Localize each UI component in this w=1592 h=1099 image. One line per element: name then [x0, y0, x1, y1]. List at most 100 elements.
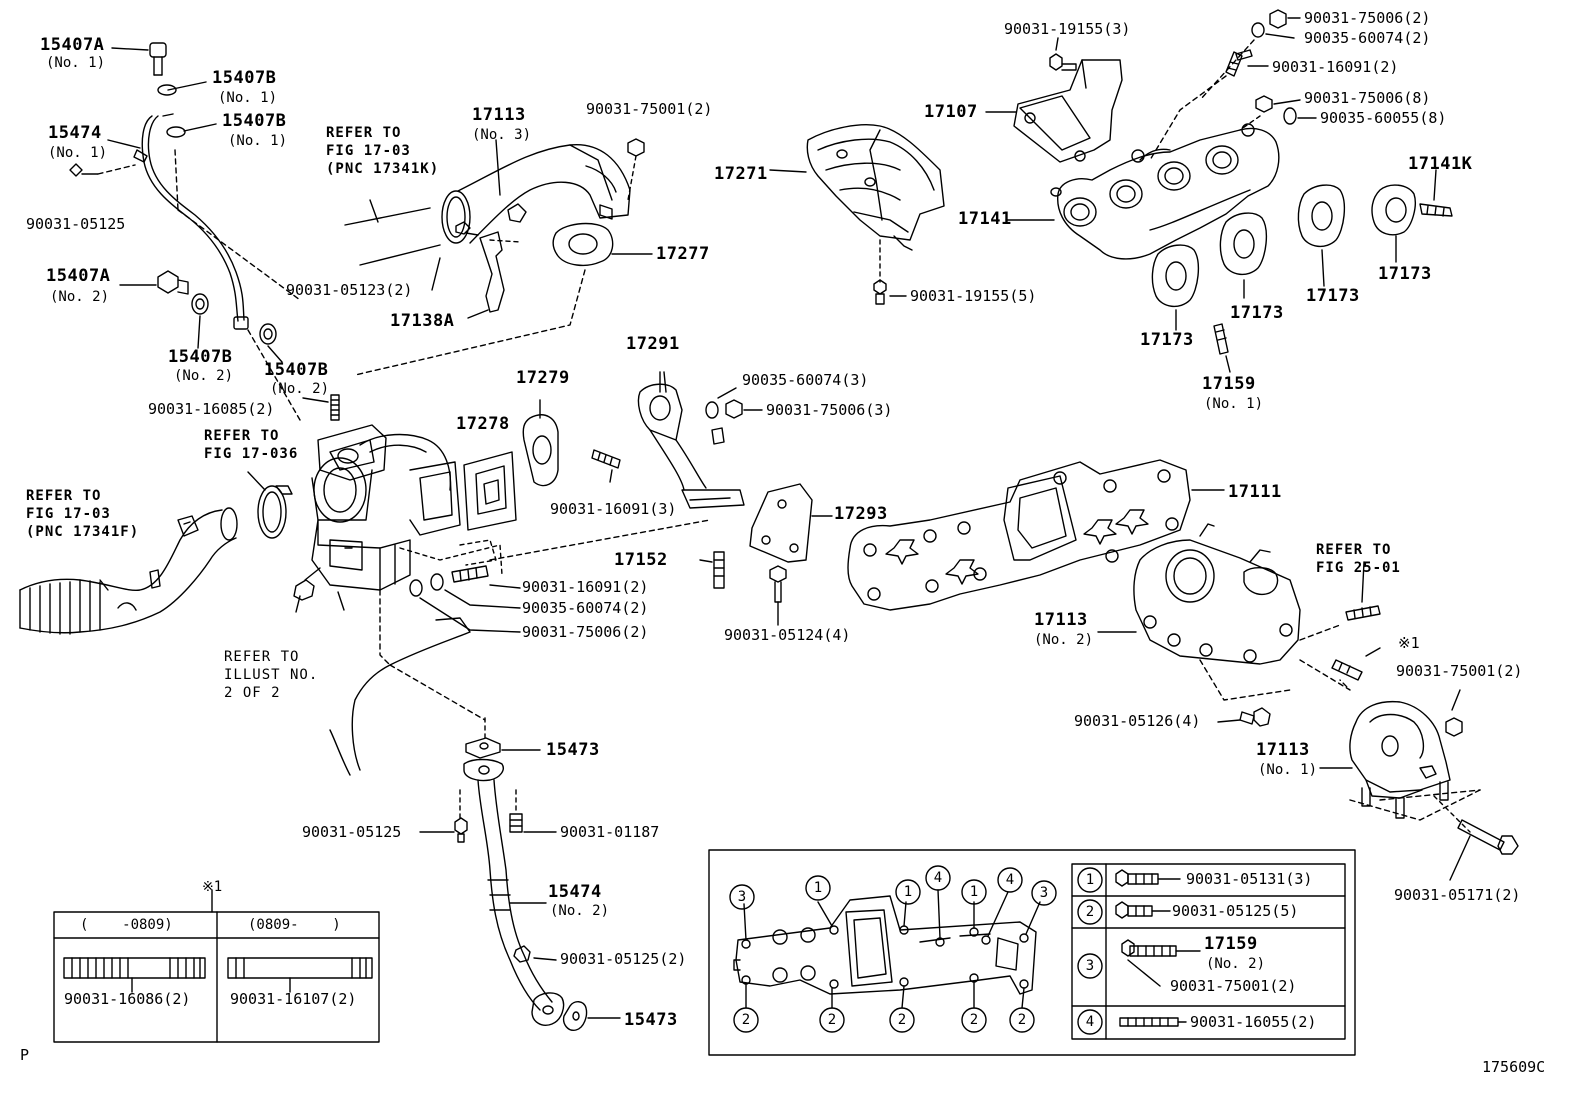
union-bolt-icon [157, 270, 189, 295]
label-17141: 17141 [958, 209, 1012, 229]
label-90031-05123: 90031-05123(2) [286, 281, 413, 299]
label-90035-60074-2b: 90035-60074(2) [1304, 29, 1431, 47]
intake-manifold-icon [847, 459, 1191, 611]
label-17111: 17111 [1228, 482, 1282, 502]
label-15474-no1: 15474 [48, 123, 102, 143]
label-15407a-no1: 15407A [40, 35, 105, 55]
intake-hose-icon [19, 507, 238, 635]
label-90031-75006-3: 90031-75006(3) [766, 401, 893, 419]
label-90035-60074-3: 90035-60074(3) [742, 371, 869, 389]
label-17113-no3-sub: (No. 3) [472, 127, 532, 143]
legend-num: 3 [1085, 958, 1095, 974]
label-90031-05124: 90031-05124(4) [724, 626, 851, 644]
label-90035-60074-2a: 90035-60074(2) [522, 599, 649, 617]
label-15407b-no1-a: 15407B [212, 68, 277, 88]
label-15407a-no1-sub: (No. 1) [46, 55, 106, 71]
label-17113-no3: 17113 [472, 105, 526, 125]
label-17141k: 17141K [1408, 154, 1473, 174]
label-15474-no2: 15474 [548, 882, 602, 902]
label-17291: 17291 [626, 334, 680, 354]
heat-shield-icon [806, 124, 945, 251]
callout-num: 1 [813, 880, 823, 896]
gasket-17279-icon [522, 414, 559, 487]
label-90031-75006-2a: 90031-75006(2) [522, 623, 649, 641]
label-17107: 17107 [924, 102, 978, 122]
label-90031-05125-a: 90031-05125 [26, 215, 126, 233]
legend-num: 1 [1085, 872, 1095, 888]
label-17293: 17293 [834, 504, 888, 524]
variant-table-frame [53, 889, 380, 1043]
label-90035-60055-8: 90035-60055(8) [1320, 109, 1447, 127]
label-17279: 17279 [516, 368, 570, 388]
label-90031-75006-2b: 90031-75006(2) [1304, 9, 1431, 27]
variant-col2-header: (0809- ) [248, 917, 341, 933]
label-90031-19155-5: 90031-19155(5) [910, 287, 1037, 305]
label-15407b-no1-a-sub: (No. 1) [218, 90, 278, 106]
legend-part: 90031-16055(2) [1190, 1013, 1317, 1031]
label-17173-b: 17173 [1230, 303, 1284, 323]
gasket-17277-icon [552, 222, 614, 267]
label-15407a-no2: 15407A [46, 266, 111, 286]
legend-num: 2 [1085, 904, 1095, 920]
gasket-17278-icon [463, 451, 517, 531]
variant-col1-header: ( -0809) [80, 917, 173, 933]
label-90031-75006-8: 90031-75006(8) [1304, 89, 1431, 107]
exhaust-manifold-icon [1050, 123, 1280, 260]
label-17113-no1: 17113 [1256, 740, 1310, 760]
gasket-17173-icon [1151, 184, 1416, 307]
label-15473-b: 15473 [624, 1010, 678, 1030]
label-90031-16085: 90031-16085(2) [148, 400, 275, 418]
bracket-17293-icon [749, 483, 813, 563]
label-90031-19155-3: 90031-19155(3) [1004, 20, 1131, 38]
label-90031-05125-2: 90031-05125(2) [560, 950, 687, 968]
variant-col2-part: 90031-16107(2) [230, 990, 357, 1008]
label-15473-a: 15473 [546, 740, 600, 760]
label-15474-no2-sub: (No. 2) [550, 903, 610, 919]
figure-code: 175609C [1482, 1058, 1546, 1076]
label-90031-05126: 90031-05126(4) [1074, 712, 1201, 730]
label-17113-no2: 17113 [1034, 610, 1088, 630]
callout-circles [729, 865, 1103, 1035]
oil-return-pipe-icon [463, 737, 588, 1031]
callout-num: 2 [827, 1012, 837, 1028]
callout-num: 2 [741, 1012, 751, 1028]
callout-num: 4 [1005, 872, 1015, 888]
legend-part: 90031-05131(3) [1186, 870, 1313, 888]
legend-part: 90031-05125(5) [1172, 902, 1299, 920]
callout-num: 2 [897, 1012, 907, 1028]
label-90031-16091-2a: 90031-16091(2) [522, 578, 649, 596]
label-15407a-no2-sub: (No. 2) [50, 289, 110, 305]
label-17173-a: 17173 [1140, 330, 1194, 350]
footer-left-mark: P [20, 1046, 30, 1064]
variant-col1-part: 90031-16086(2) [64, 990, 191, 1008]
throttle-body-icon [1133, 523, 1301, 665]
label-17138a: 17138A [390, 311, 455, 331]
label-15474-no1-sub: (No. 1) [48, 145, 108, 161]
label-15407b-no1-b: 15407B [222, 111, 287, 131]
label-17113-no2-sub: (No. 2) [1034, 632, 1094, 648]
callout-num: 1 [903, 884, 913, 900]
label-90031-16091-2b: 90031-16091(2) [1272, 58, 1399, 76]
intake-elbow-icon [1349, 700, 1451, 819]
label-note-1: ※1 [1398, 634, 1420, 652]
label-90031-16091-3: 90031-16091(3) [550, 500, 677, 518]
callout-num: 3 [737, 889, 747, 905]
label-15407b-no1-b-sub: (No. 1) [228, 133, 288, 149]
label-15407b-no2-b: 15407B [264, 360, 329, 380]
legend-part: 17159 [1204, 934, 1258, 954]
turbocharger-icon [293, 424, 461, 613]
label-90031-01187: 90031-01187 [560, 823, 660, 841]
callout-num: 3 [1039, 885, 1049, 901]
label-17113-no1-sub: (No. 1) [1258, 762, 1318, 778]
label-17278: 17278 [456, 414, 510, 434]
label-15407b-no2-b-sub: (No. 2) [270, 381, 330, 397]
exhaust-elbow-icon [637, 383, 745, 509]
legend-part: 90031-75001(2) [1170, 977, 1297, 995]
